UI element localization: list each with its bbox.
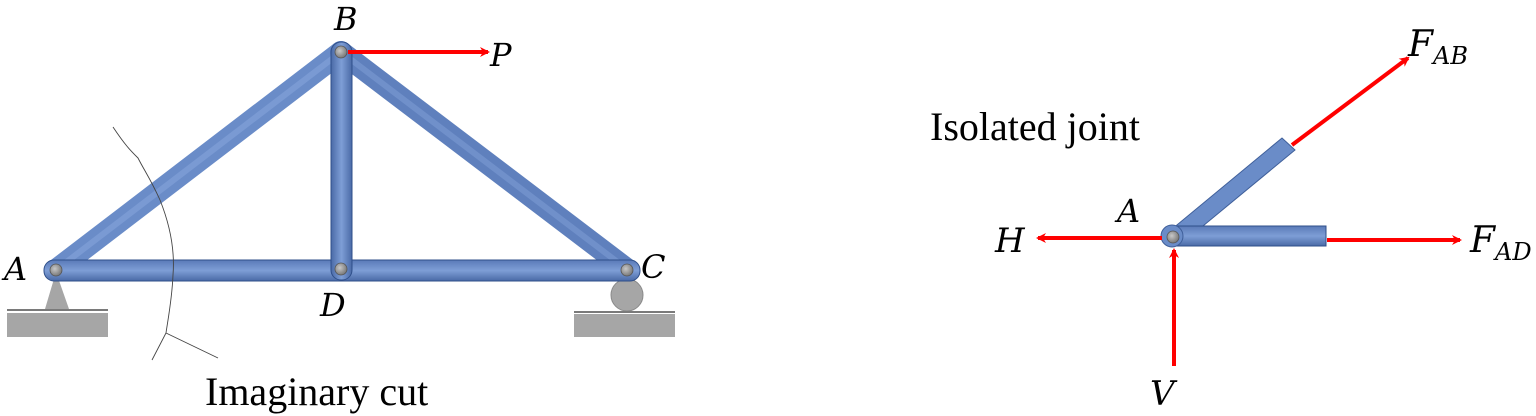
node-label-B: B bbox=[333, 0, 358, 38]
force-label-F_AD: FAD bbox=[1469, 220, 1532, 266]
pin-A-joint bbox=[1166, 230, 1180, 244]
force-label-H: H bbox=[994, 221, 1026, 261]
member-BD bbox=[330, 41, 353, 281]
joint-node-label-A: A bbox=[1114, 192, 1140, 230]
force-arrow-F_AB bbox=[1290, 56, 1410, 147]
pin-support-A bbox=[7, 272, 108, 337]
truss: A B D C P Imaginary cut bbox=[1, 0, 675, 414]
member-stub-AB bbox=[1164, 137, 1296, 241]
pin-C bbox=[620, 263, 634, 277]
pin-A bbox=[49, 263, 63, 277]
member-BC bbox=[330, 41, 639, 281]
force-label-F_AB: FAB bbox=[1407, 24, 1468, 70]
isolated-joint: Isolated joint A H V FAB FAD bbox=[930, 24, 1532, 414]
pin-B bbox=[334, 45, 348, 59]
node-label-A: A bbox=[1, 250, 27, 288]
pin-D bbox=[334, 262, 348, 276]
isolated-joint-title: Isolated joint bbox=[930, 104, 1140, 149]
force-label-V: V bbox=[1150, 374, 1178, 414]
imaginary-cut-caption: Imaginary cut bbox=[205, 369, 428, 414]
load-label-P: P bbox=[489, 36, 512, 74]
member-stub-AD bbox=[1171, 225, 1327, 247]
imaginary-cut-line bbox=[112, 126, 219, 361]
node-label-D: D bbox=[319, 286, 346, 324]
node-label-C: C bbox=[641, 248, 665, 286]
roller-support-C bbox=[574, 278, 675, 337]
